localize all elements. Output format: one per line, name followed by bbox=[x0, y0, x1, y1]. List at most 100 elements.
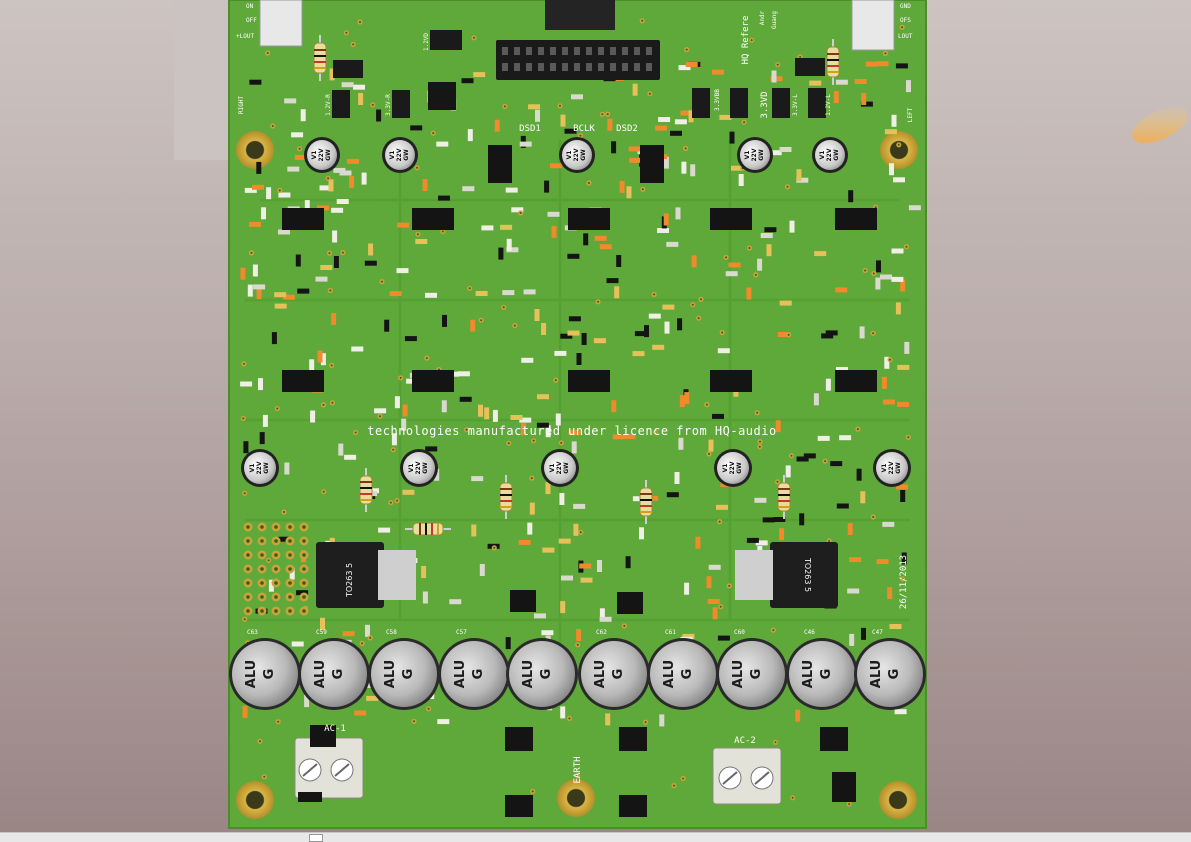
svg-text:ON: ON bbox=[246, 3, 254, 10]
ic-soic bbox=[428, 82, 456, 110]
dpak-transistor bbox=[568, 370, 610, 392]
diode-block bbox=[510, 590, 536, 612]
jumper-block bbox=[795, 58, 825, 76]
svg-text:V1: V1 bbox=[819, 151, 826, 160]
axial-resistor bbox=[639, 480, 653, 524]
svg-text:G: G bbox=[262, 669, 277, 680]
svg-text:C61: C61 bbox=[665, 629, 676, 636]
axial-resistor bbox=[777, 475, 791, 519]
jumper-block bbox=[772, 88, 790, 118]
svg-text:V1: V1 bbox=[549, 464, 556, 473]
svg-text:3.3V-R: 3.3V-R bbox=[385, 94, 392, 116]
connector-top-left bbox=[259, 0, 303, 47]
svg-text:GW: GW bbox=[833, 149, 840, 161]
jumper-block bbox=[692, 88, 710, 118]
dpak-transistor bbox=[412, 208, 454, 230]
dpak-transistor bbox=[835, 208, 877, 230]
svg-text:BCLK: BCLK bbox=[573, 124, 595, 134]
svg-text:C62: C62 bbox=[596, 629, 607, 636]
svg-text:G: G bbox=[471, 669, 486, 680]
dac-chip bbox=[545, 0, 615, 30]
earth-label: EARTH bbox=[573, 756, 583, 783]
jumper-block bbox=[392, 90, 410, 118]
ac2-label: AC-2 bbox=[734, 736, 756, 746]
jumper-block bbox=[730, 88, 748, 118]
svg-text:GW: GW bbox=[325, 149, 332, 161]
dpak-transistor bbox=[282, 370, 324, 392]
svg-text:C63: C63 bbox=[247, 629, 258, 636]
to263-left-leads bbox=[378, 550, 416, 600]
svg-text:ALU: ALU bbox=[869, 660, 884, 688]
svg-text:Guang: Guang bbox=[771, 11, 778, 29]
svg-text:V1: V1 bbox=[722, 464, 729, 473]
axial-resistor bbox=[826, 39, 840, 85]
svg-text:ALU: ALU bbox=[662, 660, 677, 688]
svg-text:1.2VD: 1.2VD bbox=[423, 33, 430, 51]
svg-text:V1: V1 bbox=[881, 464, 888, 473]
svg-text:3.3VD: 3.3VD bbox=[760, 91, 770, 118]
to263-right-leads bbox=[735, 550, 773, 600]
svg-text:GW: GW bbox=[263, 462, 270, 474]
svg-text:LOUT: LOUT bbox=[898, 33, 913, 40]
svg-text:G: G bbox=[749, 669, 764, 680]
jumper-block bbox=[332, 90, 350, 118]
svg-text:G: G bbox=[819, 669, 834, 680]
svg-text:DSD2: DSD2 bbox=[616, 124, 638, 134]
svg-text:RIGHT: RIGHT bbox=[238, 96, 245, 114]
date-text: 26/11/2013 bbox=[899, 555, 909, 609]
svg-text:GW: GW bbox=[736, 462, 743, 474]
svg-text:ALU: ALU bbox=[801, 660, 816, 688]
diode-block bbox=[617, 592, 643, 614]
svg-text:22V: 22V bbox=[415, 461, 422, 474]
svg-text:G: G bbox=[611, 669, 626, 680]
svg-text:LEFT: LEFT bbox=[907, 107, 914, 122]
svg-text:22V: 22V bbox=[729, 461, 736, 474]
jumper-block bbox=[808, 88, 826, 118]
dpak-transistor bbox=[710, 370, 752, 392]
svg-text:G: G bbox=[887, 669, 902, 680]
svg-text:22V: 22V bbox=[826, 148, 833, 161]
connector-top-right bbox=[851, 0, 895, 51]
terminal-block-ac2 bbox=[712, 747, 782, 805]
horizontal-scroll-handle[interactable] bbox=[309, 834, 323, 842]
svg-text:22V: 22V bbox=[256, 461, 263, 474]
svg-text:ALU: ALU bbox=[383, 660, 398, 688]
to263-left-label: TO263 5 bbox=[345, 563, 354, 598]
ac1-label: AC-1 bbox=[324, 724, 346, 734]
svg-text:V1: V1 bbox=[249, 464, 256, 473]
status-bar bbox=[0, 832, 1191, 842]
credit-text: technologies manufactured under licence … bbox=[367, 424, 776, 438]
to263-left-chip bbox=[316, 542, 384, 608]
svg-text:3.3V-L: 3.3V-L bbox=[792, 94, 799, 116]
svg-text:C46: C46 bbox=[804, 629, 815, 636]
svg-text:ALU: ALU bbox=[313, 660, 328, 688]
svg-text:GW: GW bbox=[895, 462, 902, 474]
dpak-transistor bbox=[412, 370, 454, 392]
svg-text:DSD1: DSD1 bbox=[519, 124, 541, 134]
jumper-block bbox=[333, 60, 363, 78]
svg-text:GW: GW bbox=[563, 462, 570, 474]
svg-text:C47: C47 bbox=[872, 629, 883, 636]
svg-text:GW: GW bbox=[422, 462, 429, 474]
svg-text:22V: 22V bbox=[573, 148, 580, 161]
regulator bbox=[640, 145, 664, 183]
svg-text:22V: 22V bbox=[556, 461, 563, 474]
svg-text:V1: V1 bbox=[311, 151, 318, 160]
axial-resistor bbox=[405, 522, 451, 536]
